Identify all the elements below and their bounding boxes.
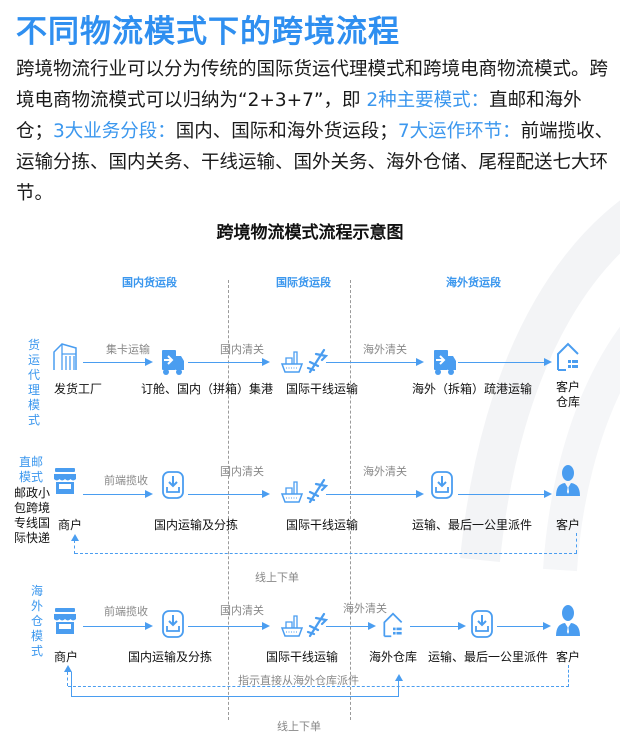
flow-arrow [188,622,270,630]
instruction-label: 指示直接从海外仓库派件 [238,674,359,687]
ship-plane-icon [280,348,328,374]
ship-plane-icon [280,478,328,504]
row-label-overseas-warehouse: 海外仓模式 [30,584,44,659]
node-merchant: 商户 [58,518,83,532]
edge-label: 海外清关 [343,602,387,615]
row-label-text: 直邮模式 [18,455,43,484]
segment-domestic: 国内货运段 [122,276,177,289]
diagram-title: 跨境物流模式流程示意图 [216,223,404,243]
flow-arrow [188,358,270,366]
customer-icon [556,605,580,636]
flow-arrow [83,622,153,630]
feedback-line [68,686,569,687]
truck-icon [434,350,456,375]
segment-international: 国际货运段 [276,276,331,289]
feedback-label-online-order: 线上下单 [277,720,321,733]
edge-label: 国内清关 [220,604,264,617]
feedback-line [568,665,569,687]
flow-arrow [410,622,466,630]
node-international-trunk: 国际干线运输 [286,382,359,396]
node-international-trunk: 国际干线运输 [266,650,339,664]
feedback-line [67,672,68,686]
flow-arrow [458,358,552,366]
node-customer: 客户 [556,650,581,664]
factory-icon [53,343,77,370]
node-last-mile: 运输、最后一公里派件 [428,650,549,664]
intro-text: 前端揽收、运输分拣、国内关务、干线运输、国外关务、海外仓储、尾程配送七大环节。 [16,121,614,204]
feedback-line [75,553,577,554]
flow-arrow [83,490,153,498]
flow-arrow [458,490,552,498]
row-label-direct-mail: 直邮模式 [16,455,46,485]
segment-divider [350,280,351,720]
intro-highlight-links: 7大运作环节： [397,121,521,142]
edge-label: 国内清关 [220,465,264,478]
instruction-line [398,680,399,697]
node-domestic-sorting: 国内运输及分拣 [154,518,239,532]
truck-icon [162,350,184,375]
node-overseas-deconsolidation: 海外（拆箱）疏港运输 [412,382,533,396]
edge-label: 前端揽收 [104,474,148,487]
feedback-arrowhead [71,534,79,541]
flow-arrow [188,490,270,498]
row-sublabel-direct-mail: 邮政小包跨境专线国际快递 [14,486,51,545]
page-title: 不同物流模式下的跨境流程 [16,14,400,50]
sorting-box-icon [162,610,184,638]
node-domestic-sorting: 国内运输及分拣 [128,650,213,664]
edge-label: 国内清关 [220,343,264,356]
flow-arrow [83,358,153,366]
node-merchant: 商户 [54,650,79,664]
shop-icon [54,608,76,634]
node-overseas-warehouse: 海外仓库 [369,650,418,664]
flow-arrow [497,622,551,630]
row-label-text: 货运代理模式 [27,338,40,427]
sorting-box-icon [162,471,184,499]
edge-label: 前端揽收 [104,605,148,618]
instruction-line [71,696,399,697]
node-customer-warehouse: 客户仓库 [556,380,582,410]
edge-label: 集卡运输 [106,343,150,356]
node-factory: 发货工厂 [54,382,103,396]
edge-label: 海外清关 [363,343,407,356]
instruction-arrowhead [395,674,403,681]
node-international-trunk: 国际干线运输 [286,518,359,532]
row-label-freight: 货运代理模式 [27,338,41,428]
edge-label: 海外清关 [363,465,407,478]
node-booking-consolidation: 订舱、国内（拼箱）集港 [141,382,274,396]
flow-arrow [326,490,424,498]
feedback-arrowhead [64,665,72,672]
intro-paragraph: 跨境物流行业可以分为传统的国际货运代理模式和跨境电商物流模式。跨境电商物流模式可… [16,54,616,209]
flow-arrow [326,622,376,630]
feedback-label-online-order: 线上下单 [255,571,299,584]
node-customer: 客户 [556,518,581,532]
feedback-line [576,533,577,553]
intro-text: 国内、国际和海外货运段； [175,121,398,142]
segment-overseas: 海外货运段 [446,276,501,289]
node-label: 客户仓库 [556,380,581,409]
node-last-mile: 运输、最后一公里派件 [412,518,533,532]
segment-divider [228,280,229,720]
ship-plane-icon [280,612,328,638]
instruction-line [71,672,72,696]
intro-text: 直邮和海外仓； [16,90,582,142]
flow-arrow [326,358,424,366]
intro-highlight-segments: 3大业务分段： [53,121,176,142]
warehouse-icon [383,612,403,638]
row-label-text: 海外仓模式 [30,584,43,658]
warehouse-icon [557,342,579,371]
sorting-box-icon [431,471,453,499]
shop-icon [54,468,76,494]
feedback-line [74,540,75,554]
intro-highlight-modes: 2种主要模式： [366,90,490,111]
sorting-box-icon [471,610,493,638]
intro-text: 跨境物流行业可以分为传统的国际货运代理模式和跨境电商物流模式。跨境电商物流模式可… [16,59,609,111]
customer-icon [556,465,580,496]
